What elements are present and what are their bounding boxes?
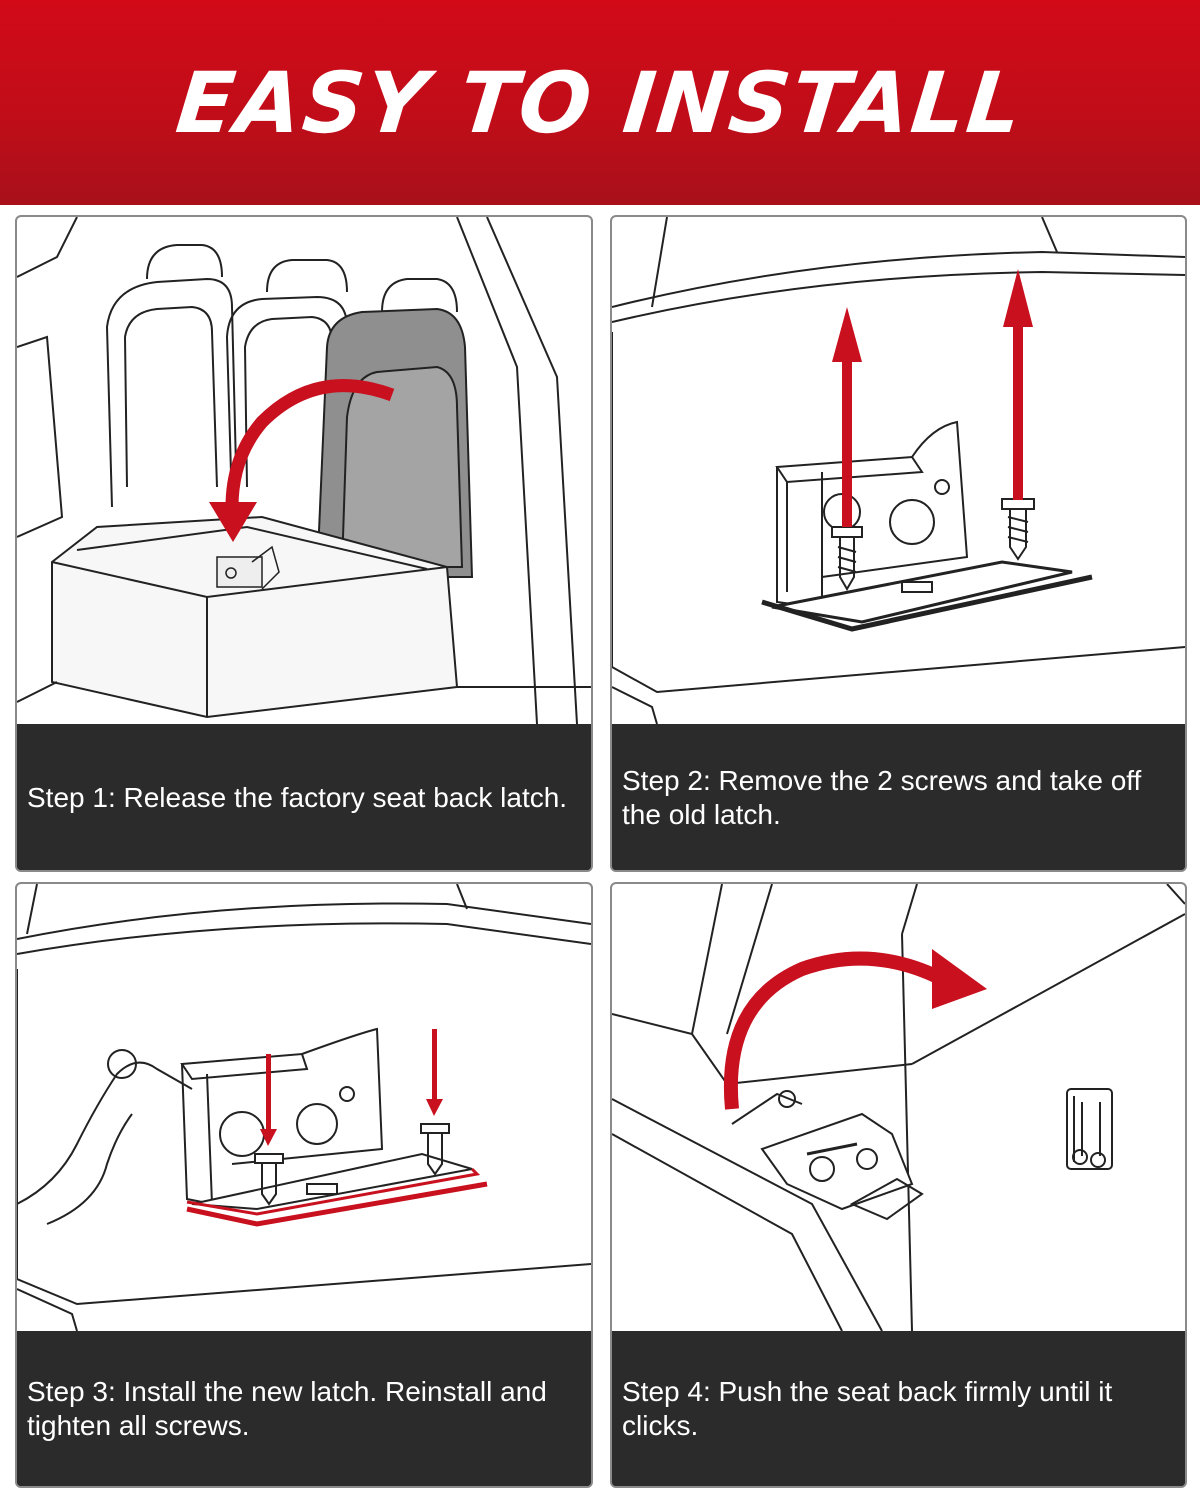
striker-icon [1066,1088,1113,1170]
step-4-caption: Step 4: Push the seat back firmly until … [612,1332,1185,1486]
step-4-illustration [612,884,1185,1331]
step-4-panel: Step 4: Push the seat back firmly until … [610,882,1187,1488]
latch-icon [731,1090,924,1221]
old-latch-icon [761,420,1093,632]
header-banner: EASY TO INSTALL [0,0,1200,205]
arrow-up-icon [1003,269,1033,500]
step-1-caption: Step 1: Release the factory seat back la… [17,725,591,870]
step-2-panel: Step 2: Remove the 2 screws and take off… [610,215,1187,872]
screw-icon [420,1123,450,1176]
arrow-up-icon [832,307,862,527]
step-3-caption: Step 3: Install the new latch. Reinstall… [17,1332,591,1486]
step-1-illustration [17,217,591,724]
step-3-panel: Step 3: Install the new latch. Reinstall… [15,882,593,1488]
step-1-panel: Step 1: Release the factory seat back la… [15,215,593,872]
arrow-down-icon [260,1054,277,1146]
screw-icon [254,1153,284,1206]
page-title: EASY TO INSTALL [171,53,1029,152]
step-2-illustration [612,217,1185,724]
screw-icon [1001,498,1035,561]
arrow-down-icon [426,1029,443,1116]
step-2-caption: Step 2: Remove the 2 screws and take off… [612,725,1185,870]
latch-icon [216,545,280,590]
step-3-illustration [17,884,591,1331]
screw-icon [831,526,863,591]
